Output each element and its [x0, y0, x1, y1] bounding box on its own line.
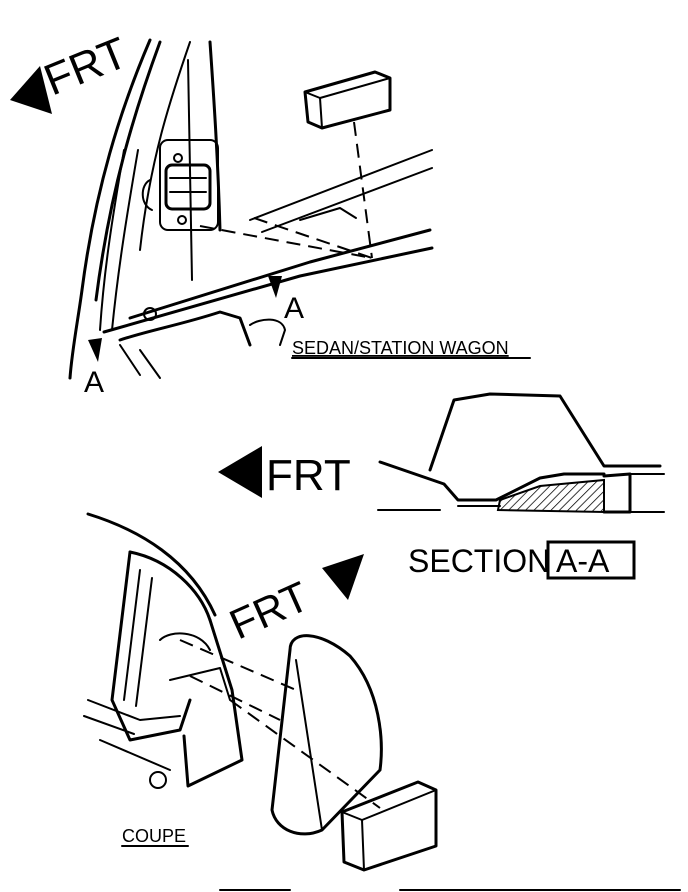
coupe-illustration [83, 512, 438, 872]
sedan-illustration [68, 38, 434, 380]
front-direction-icon [218, 446, 262, 498]
section-profile [377, 392, 665, 514]
sedan-caption: SEDAN/STATION WAGON [292, 338, 509, 358]
frt-label-mid: FRT [266, 451, 351, 500]
coupe-caption: COUPE [122, 826, 186, 846]
frt-arrow-coupe: FRT [223, 554, 364, 648]
front-direction-icon [322, 554, 364, 600]
section-marker-left: A [84, 366, 104, 399]
frt-arrow-top: FRT [10, 28, 134, 114]
front-direction-icon [10, 66, 52, 114]
section-id: A-A [556, 543, 610, 579]
section-word: SECTION [408, 543, 550, 579]
section-marker-right: A [284, 292, 304, 325]
frt-arrow-mid: FRT [218, 446, 351, 500]
frt-label-top: FRT [37, 28, 134, 105]
section-id-box [546, 540, 636, 580]
